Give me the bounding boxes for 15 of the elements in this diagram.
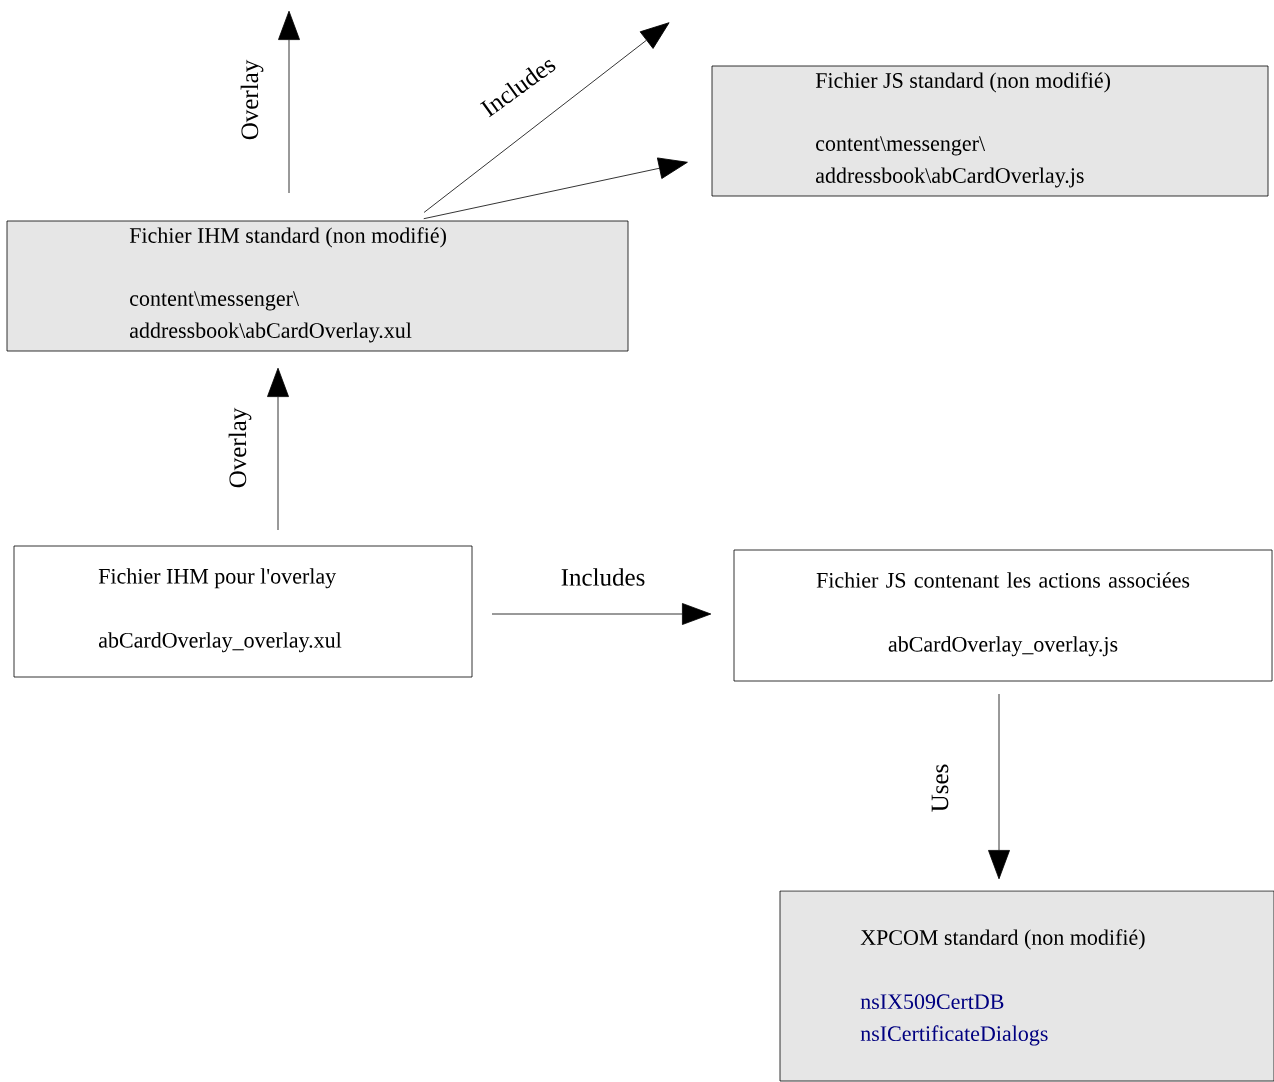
file-box: Fichier JS standard (non modifié) content\messenger\ addressbook\abCardOverlay.js <box>711 65 1269 197</box>
arrow <box>988 693 1010 880</box>
file-box: Fichier JS contenant les actions associées abCardOverlay_overlay.js <box>733 549 1273 682</box>
file-box: Fichier IHM standard (non modifié) content\messenger\ addressbook\abCardOverlay.xul <box>6 220 629 352</box>
arrow <box>423 157 688 220</box>
arrow <box>491 603 712 625</box>
file-box: XPCOM standard (non modifié) nsIX509CertDB nsICertificateDialogs <box>779 890 1274 1082</box>
edge-label: Overlay <box>228 407 252 488</box>
arrow <box>423 22 670 213</box>
file-box: Fichier IHM pour l'overlay abCardOverlay_overlay.xul <box>13 545 473 678</box>
edge-label: Includes <box>561 568 645 586</box>
arrow <box>278 10 300 194</box>
edge-label: Uses <box>931 764 949 812</box>
arrow <box>267 367 289 531</box>
edge-label: Overlay <box>240 59 264 140</box>
